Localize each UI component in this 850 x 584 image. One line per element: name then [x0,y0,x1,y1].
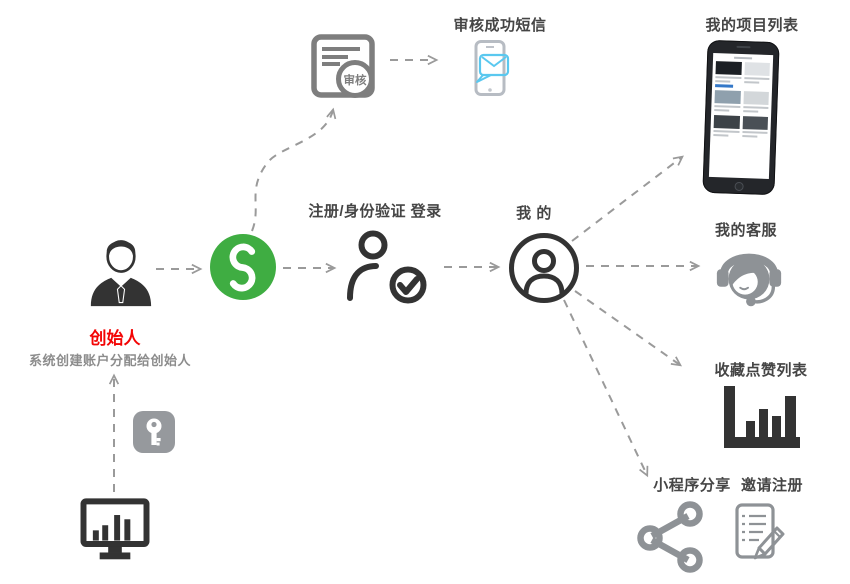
product-card [743,62,770,89]
founder-label: 创始人 [89,329,141,348]
sms-phone-icon [474,40,510,96]
founder-icon [90,240,152,307]
product-card [714,90,741,113]
my-projects-label: 我的项目列表 [705,17,799,34]
product-card [741,116,769,139]
invite-register-icon [735,503,785,560]
customer-service-label: 我的客服 [714,222,777,239]
backend-monitor-icon [80,498,150,560]
register-label: 注册/身份验证 登录 [308,203,442,220]
project-list-phone [702,39,780,196]
miniprogram-logo-icon [210,234,276,300]
audit-sms-label: 审核成功短信 [453,17,547,34]
register-user-icon [347,230,427,304]
audit-badge-label: 审核 [344,73,367,87]
share-icon [637,501,703,573]
key-icon [133,411,175,453]
share-label: 小程序分享 [653,477,731,494]
favorites-label: 收藏点赞列表 [714,362,808,379]
product-card [715,61,742,88]
favorites-chart-icon [724,386,800,448]
audit-document-icon: 审核 [311,34,375,98]
mine-profile-icon [509,233,579,303]
phone-home-button [733,181,744,192]
product-card [742,91,769,114]
invite-label: 邀请注册 [740,477,803,494]
customer-service-icon [716,253,782,307]
product-card [713,115,740,138]
founder-note: 系统创建账户分配给创始人 [28,353,191,368]
phone-speaker [736,45,751,49]
mine-label: 我 的 [516,205,552,222]
phone-screen [708,52,774,180]
